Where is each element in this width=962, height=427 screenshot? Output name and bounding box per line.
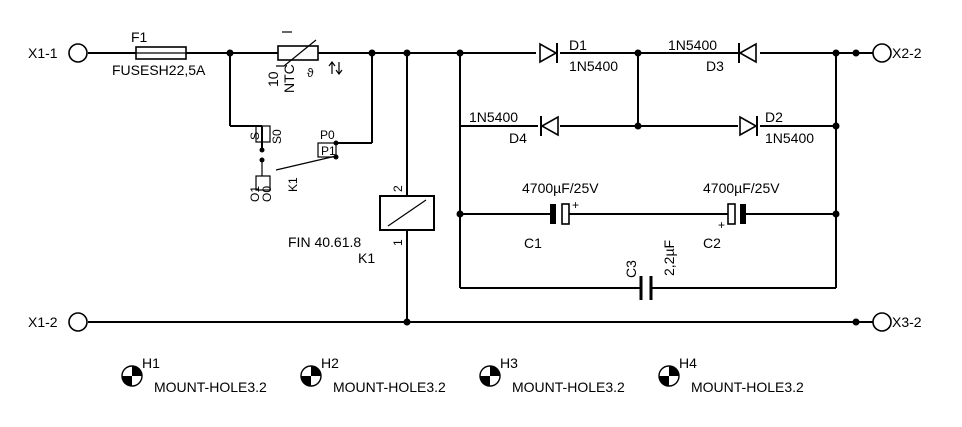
wires bbox=[88, 52, 874, 323]
relay-coil-k1: 2 1 FIN 40.61.8 K1 bbox=[288, 185, 435, 266]
mount-hole-ref: H2 bbox=[321, 355, 339, 371]
diode-d3-ref: D3 bbox=[706, 58, 724, 74]
terminal-x3-2: X3-2 bbox=[872, 312, 922, 332]
terminal-x2-2: X2-2 bbox=[872, 43, 922, 63]
svg-text:+: + bbox=[718, 218, 725, 232]
terminal-x1-1-label: X1-1 bbox=[28, 45, 58, 61]
ntc-thermistor: ϑ 10 NTC bbox=[265, 31, 343, 93]
temperature-arrows-icon bbox=[328, 61, 343, 75]
diode-d2: D2 1N5400 bbox=[739, 109, 814, 146]
contact-s-label: S bbox=[248, 132, 262, 140]
capacitor-c1: + 4700µF/25V C1 bbox=[522, 180, 599, 251]
diode-d3-value: 1N5400 bbox=[668, 37, 717, 53]
ntc-type: NTC bbox=[281, 64, 297, 93]
contact-s-pin: S0 bbox=[270, 129, 284, 144]
terminal-x2-2-label: X2-2 bbox=[892, 45, 922, 61]
diode-d1-value: 1N5400 bbox=[569, 58, 618, 74]
fuse-ref: F1 bbox=[131, 29, 148, 45]
diode-d1-ref: D1 bbox=[569, 37, 587, 53]
capacitor-c2: + 4700µF/25V C2 bbox=[703, 180, 780, 251]
contact-o-pin: O0 bbox=[260, 186, 274, 202]
svg-text:+: + bbox=[572, 198, 579, 212]
relay-contact: S S0 O1 O0 K1 P0 P1 bbox=[248, 125, 339, 202]
diode-d4-value: 1N5400 bbox=[469, 109, 518, 125]
terminal-x1-2-label: X1-2 bbox=[28, 314, 58, 330]
capacitor-c1-value: 4700µF/25V bbox=[522, 180, 599, 196]
terminal-x3-2-label: X3-2 bbox=[892, 314, 922, 330]
capacitor-c2-value: 4700µF/25V bbox=[703, 180, 780, 196]
diode-d4: 1N5400 D4 bbox=[469, 109, 559, 146]
fuse-value: FUSESH22,5A bbox=[112, 62, 206, 78]
mount-holes: H1MOUNT-HOLE3.2H2MOUNT-HOLE3.2H3MOUNT-HO… bbox=[121, 355, 804, 395]
capacitor-c3-value: 2,2µF bbox=[661, 240, 677, 276]
diode-d2-value: 1N5400 bbox=[765, 130, 814, 146]
mount-hole-value: MOUNT-HOLE3.2 bbox=[691, 379, 804, 395]
coil-pin-top: 2 bbox=[391, 185, 405, 192]
capacitor-c2-ref: C2 bbox=[703, 235, 721, 251]
diode-d2-ref: D2 bbox=[765, 109, 783, 125]
contact-p-label: P0 bbox=[320, 128, 335, 142]
terminal-x1-1: X1-1 bbox=[28, 43, 88, 63]
mount-hole-ref: H4 bbox=[679, 355, 697, 371]
relay-part: FIN 40.61.8 bbox=[288, 234, 361, 250]
mount-hole-ref: H1 bbox=[142, 355, 160, 371]
terminal-x1-2: X1-2 bbox=[28, 312, 88, 332]
fuse-f1: F1 FUSESH22,5A bbox=[112, 29, 206, 78]
contact-p-pin: P1 bbox=[321, 144, 336, 158]
diode-d4-ref: D4 bbox=[509, 130, 527, 146]
ntc-value: 10 bbox=[265, 71, 281, 87]
capacitor-c1-ref: C1 bbox=[524, 235, 542, 251]
capacitor-c3: C3 2,2µF bbox=[623, 240, 677, 300]
ntc-symbol: ϑ bbox=[307, 66, 314, 80]
mount-hole-value: MOUNT-HOLE3.2 bbox=[333, 379, 446, 395]
mount-hole-value: MOUNT-HOLE3.2 bbox=[512, 379, 625, 395]
diode-d3: 1N5400 D3 bbox=[668, 37, 757, 74]
contact-o-label: O1 bbox=[248, 186, 262, 202]
junction-dots bbox=[226, 49, 860, 326]
coil-pin-bottom: 1 bbox=[391, 239, 405, 246]
capacitor-c3-ref: C3 bbox=[623, 260, 639, 278]
mount-hole-ref: H3 bbox=[500, 355, 518, 371]
contact-ref: K1 bbox=[286, 177, 300, 192]
mount-hole-value: MOUNT-HOLE3.2 bbox=[154, 379, 267, 395]
diode-d1: D1 1N5400 bbox=[539, 37, 618, 74]
relay-ref: K1 bbox=[358, 250, 375, 266]
